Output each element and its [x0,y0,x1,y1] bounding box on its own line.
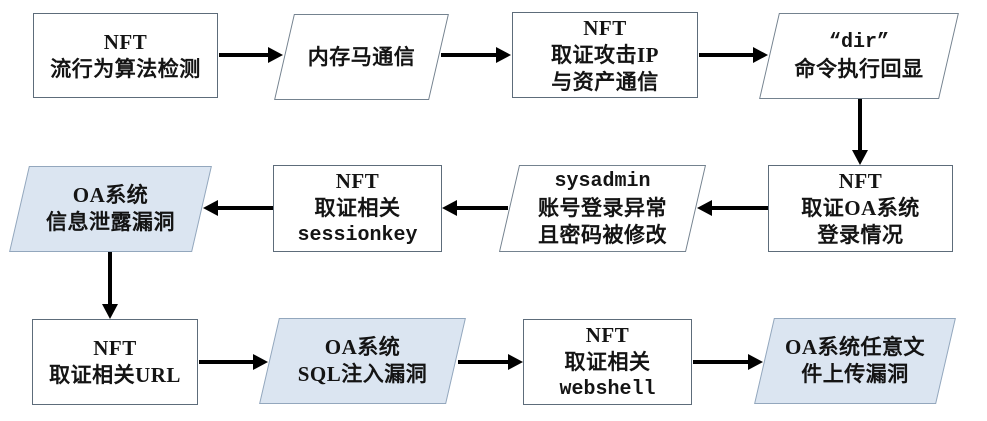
node-line: sessionkey [297,224,418,247]
node-line: “dir” [828,31,889,54]
flow-node-nta-behavior-detection: NFT 流行为算法检测 [33,13,218,98]
node-line: 取证OA系统 [801,196,920,220]
node-line: 取证相关 [564,349,651,374]
rect-shape [273,165,442,252]
node-line: 账号登录异常 [538,196,667,220]
flow-node-forensic-oa-login: NFT 取证OA系统 登录情况 [768,165,953,252]
node-line: 命令执行回显 [794,57,924,81]
flow-node-forensic-url: NFT 取证相关URL [32,319,198,405]
node-line: NFT [585,322,630,347]
node-line: 取证相关 [314,196,401,220]
node-line: 与资产通信 [551,69,659,94]
flow-node-oa-sql-injection-vuln: OA系统 SQL注入漏洞 [258,318,467,404]
flow-node-sysadmin-login-anomaly: sysadmin 账号登录异常 且密码被修改 [498,165,707,252]
arrow-right-icon [699,47,768,63]
flow-node-forensic-sessionkey: NFT 取证相关 sessionkey [273,165,442,252]
arrow-right-icon [458,354,523,370]
flow-node-oa-file-upload-vuln: OA系统任意文 件上传漏洞 [753,318,957,404]
arrow-right-icon [219,47,283,63]
node-line: OA系统任意文 [785,335,925,359]
node-line: 取证攻击IP [551,42,659,67]
rect-shape [512,12,698,98]
node-line: 信息泄露漏洞 [46,210,175,234]
rect-shape [32,319,198,405]
rect-shape [768,165,953,252]
node-line: 件上传漏洞 [801,362,909,386]
node-line: NFT [103,29,148,54]
arrow-right-icon [199,354,268,370]
rect-shape [523,319,692,405]
arrow-left-icon [697,200,768,216]
node-line: SQL注入漏洞 [297,362,428,386]
node-line: 登录情况 [817,223,904,247]
flow-node-oa-info-leak-vuln: OA系统 信息泄露漏洞 [8,166,213,252]
node-line: NFT [335,169,380,193]
arrow-left-icon [442,200,508,216]
node-line: 取证相关URL [49,363,181,387]
node-line: OA系统 [324,335,401,359]
node-line: NFT [93,336,137,360]
node-line: 内存马通信 [307,44,416,69]
node-line: webshell [559,377,656,401]
arrow-down-icon [852,99,868,165]
node-line: 流行为算法检测 [50,56,201,81]
arrow-left-icon [203,200,273,216]
rect-shape [33,13,218,98]
flow-node-forensic-webshell: NFT 取证相关 webshell [523,319,692,405]
arrow-down-icon [102,252,118,319]
flow-node-dir-command-echo: “dir” 命令执行回显 [758,13,960,99]
arrow-right-icon [441,47,511,63]
node-line: OA系统 [72,183,149,207]
flow-node-forensic-attack-ip: NFT 取证攻击IP 与资产通信 [512,12,698,98]
arrow-right-icon [693,354,763,370]
node-line: NFT [838,169,883,193]
node-line: sysadmin [554,170,651,193]
node-line: 且密码被修改 [538,223,667,247]
node-line: NFT [583,15,627,40]
flow-node-memory-shell-comm: 内存马通信 [273,14,450,100]
